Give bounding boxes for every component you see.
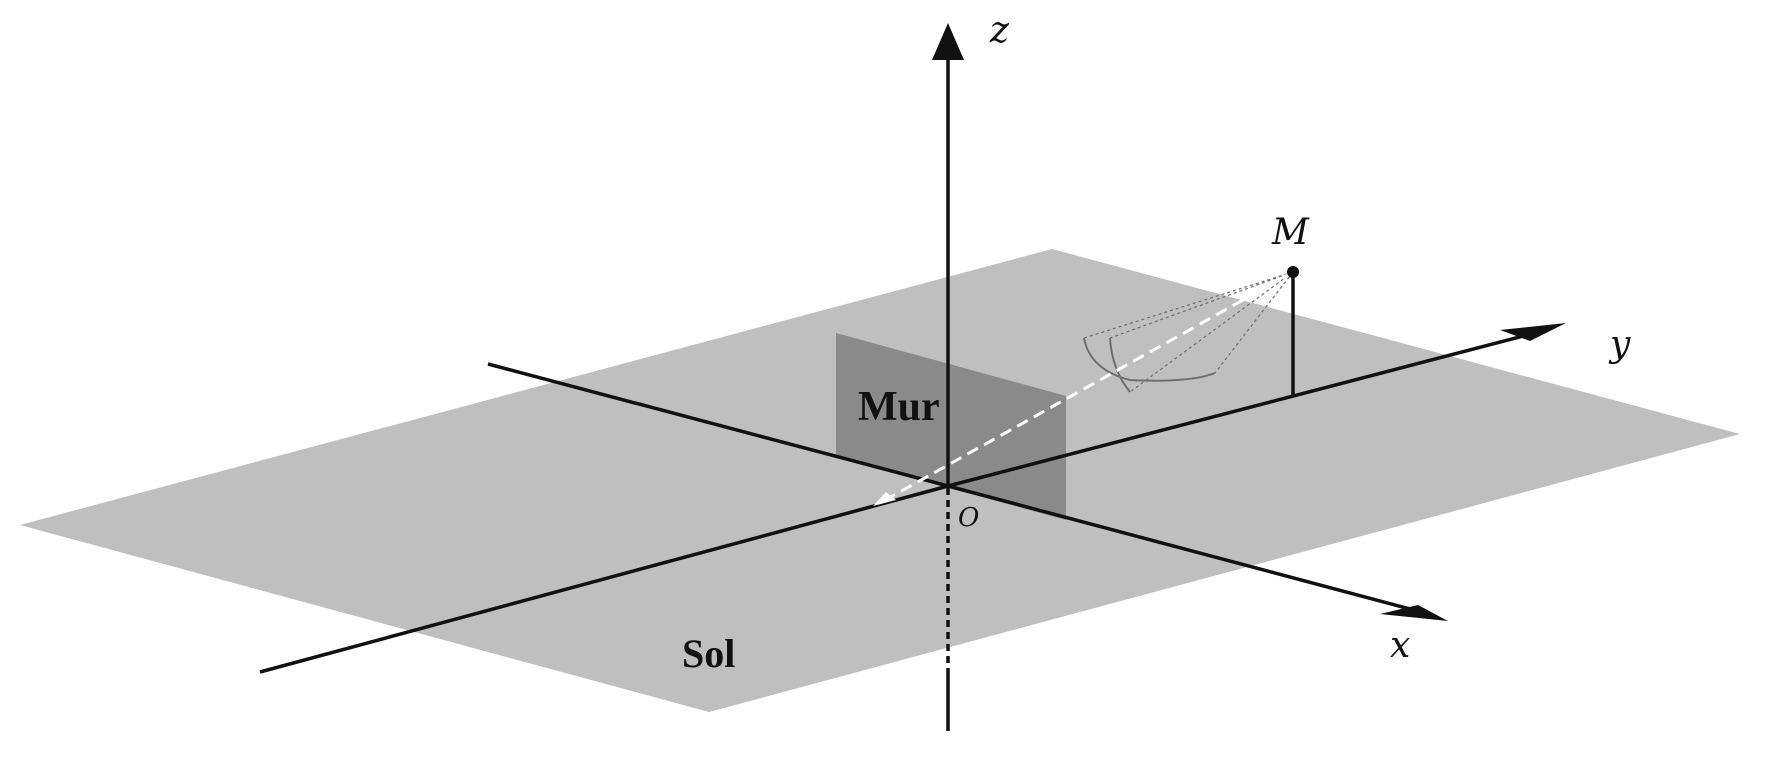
point-m <box>1287 266 1299 278</box>
floor-plane <box>20 249 1740 712</box>
z-axis-arrowhead <box>932 23 964 60</box>
floor-label: Sol <box>682 631 735 676</box>
x-axis-back <box>487 362 949 488</box>
ray-line <box>879 270 1294 505</box>
ray-arrowhead <box>873 492 896 506</box>
z-axis-label: z <box>989 10 1010 51</box>
y-axis-arrowhead <box>1500 323 1566 341</box>
origin-label: O <box>958 503 979 533</box>
y-axis-back <box>259 484 949 674</box>
ray-cone <box>1083 271 1294 393</box>
x-axis-arrowhead <box>1380 605 1448 621</box>
wall-plane <box>836 333 1066 520</box>
x-axis <box>947 484 1426 615</box>
y-axis <box>947 331 1536 488</box>
x-axis-label: x <box>1390 625 1410 666</box>
wall-label: Mur <box>858 384 940 430</box>
point-m-label: M <box>1271 212 1310 253</box>
y-axis-label: y <box>1608 324 1631 365</box>
